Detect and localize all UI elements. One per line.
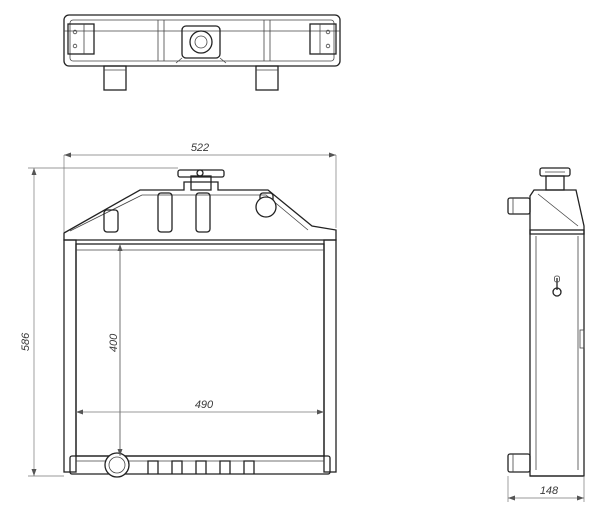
dimension-overall-width: 522 [63,142,337,232]
dimension-overall-height: 586 [20,167,178,477]
dimension-core-height: 400 [108,244,123,456]
depth-label: 148 [540,485,559,497]
dimension-core-width: 490 [76,399,324,415]
dimension-depth: 148 [507,476,585,502]
top-view [63,14,341,91]
core-width-label: 490 [195,399,214,411]
side-view [507,167,585,477]
overall-width-label: 522 [191,142,209,154]
front-view [63,169,337,478]
core-height-label: 400 [108,333,120,352]
overall-height-label: 586 [20,332,32,351]
